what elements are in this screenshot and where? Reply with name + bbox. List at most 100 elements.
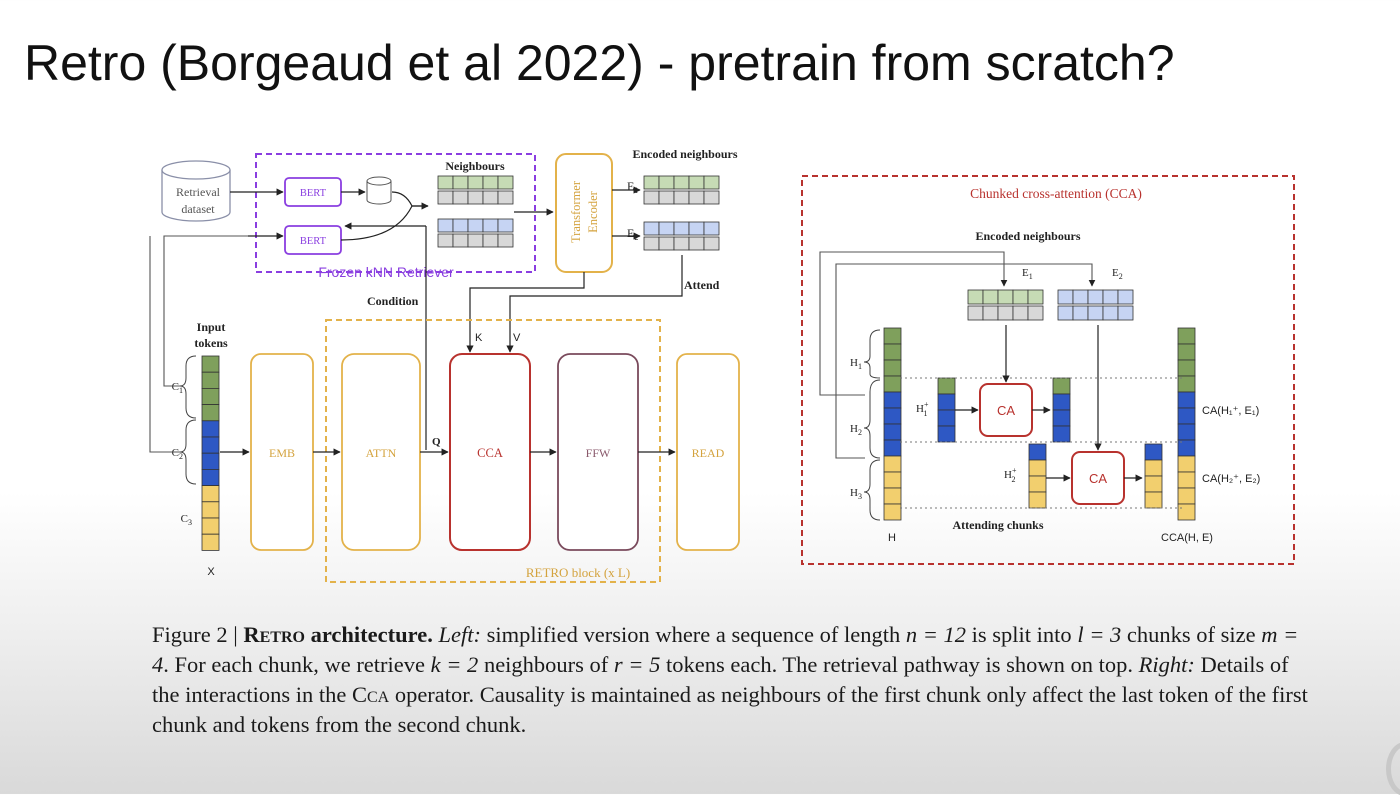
- input-token-cell: [201, 420, 220, 438]
- right-encoded-token-cell: [997, 305, 1014, 321]
- output-token-cell: [1177, 423, 1196, 441]
- right-encoded-token-cell: [1102, 305, 1119, 321]
- encoded-token-cell: [643, 175, 660, 190]
- encoded-token-cell: [688, 221, 705, 236]
- ca1-output-token-cell: [1052, 377, 1071, 395]
- neighbour-token-cell: [452, 190, 469, 205]
- output-token-cell: [1177, 343, 1196, 361]
- caption-n-eq: n = 12: [905, 622, 967, 647]
- neighbours-label: Neighbours: [445, 159, 505, 173]
- input-token-cell: [201, 517, 220, 535]
- right-encoded-token-cell: [1087, 305, 1104, 321]
- right-e2-label: E2: [1112, 267, 1123, 281]
- encoded-token-cell: [673, 175, 690, 190]
- encoded-token-cell: [688, 236, 705, 251]
- caption-right-label: Right:: [1138, 652, 1195, 677]
- right-encoded-token-cell: [1072, 305, 1089, 321]
- e2-label: E2: [627, 226, 638, 242]
- output-token-cell: [1177, 327, 1196, 345]
- encoded-token-cell: [703, 175, 720, 190]
- encoded-token-cell: [643, 236, 660, 251]
- cca-output-label-1: CA(H₁⁺, E₁): [1202, 405, 1259, 417]
- cca-detail-title: Chunked cross-attention (CCA): [970, 186, 1142, 201]
- attn-label: ATTN: [366, 446, 397, 460]
- h-token-cell: [883, 359, 902, 377]
- neighbour-token-cell: [467, 175, 484, 190]
- neighbour-token-grids: [437, 175, 720, 251]
- h-token-cell: [883, 327, 902, 345]
- encoded-token-cell: [643, 190, 660, 205]
- v-label: V: [513, 332, 521, 344]
- attending-chunks-label: Attending chunks: [952, 518, 1043, 532]
- right-encoded-token-cell: [982, 289, 999, 305]
- right-encoded-token-cell: [967, 289, 984, 305]
- caption-text-7: Details of the interactions in the: [152, 652, 1289, 707]
- h3-label: H3: [850, 487, 862, 501]
- bert-label-2: BERT: [300, 236, 327, 247]
- input-token-cell: [201, 468, 220, 486]
- encoded-token-cell: [658, 175, 675, 190]
- neighbour-token-cell: [482, 233, 499, 248]
- output-token-cell: [1177, 487, 1196, 505]
- h2-plus-token-cell: [1028, 459, 1047, 477]
- ca1-output-token-cell: [1052, 425, 1071, 443]
- caption-r-eq: r = 5: [613, 652, 661, 677]
- h-token-cell: [883, 471, 902, 489]
- ca2-output-token-cell: [1144, 491, 1163, 509]
- cca-detail-box: [801, 175, 1295, 565]
- input-token-cell: [201, 485, 220, 503]
- output-token-cell: [1177, 503, 1196, 521]
- right-encoded-neighbours-label: Encoded neighbours: [975, 229, 1080, 243]
- attend-label: Attend: [684, 278, 720, 292]
- h1-plus-label: H+1: [916, 400, 929, 418]
- transformer-label: Transformer: [569, 180, 583, 243]
- condition-label: Condition: [367, 294, 419, 308]
- retro-block-box: [325, 319, 661, 583]
- retrieval-dataset-icon: [161, 160, 231, 222]
- ca-label-1: CA: [997, 403, 1015, 418]
- caption-k-eq: k = 2: [430, 652, 479, 677]
- caption-left-label: Left:: [438, 622, 481, 647]
- right-encoded-token-cell: [1057, 289, 1074, 305]
- caption-architecture: architecture.: [304, 622, 433, 647]
- right-encoded-token-cell: [1102, 289, 1119, 305]
- h-token-cell: [883, 375, 902, 393]
- output-token-column: [1177, 327, 1196, 521]
- bert-label-1: BERT: [300, 188, 327, 199]
- caption-figure-number: Figure 2 |: [152, 622, 244, 647]
- h-token-cell: [883, 407, 902, 425]
- neighbour-token-cell: [437, 175, 454, 190]
- input-token-cell: [201, 452, 220, 470]
- neighbour-token-cell: [482, 218, 499, 233]
- neighbour-token-cell: [437, 218, 454, 233]
- h1-plus-column: [937, 377, 956, 443]
- ca2-output-token-cell: [1144, 459, 1163, 477]
- x-label: X: [207, 566, 215, 578]
- caption-cca: Cca: [351, 682, 390, 707]
- neighbour-token-cell: [452, 233, 469, 248]
- right-encoded-token-cell: [1117, 305, 1134, 321]
- q-label: Q: [432, 436, 441, 448]
- h-token-cell: [883, 391, 902, 409]
- retro-block-label: RETRO block (x L): [526, 565, 630, 580]
- neighbour-token-cell: [452, 218, 469, 233]
- encoded-token-cell: [673, 190, 690, 205]
- slide-title: Retro (Borgeaud et al 2022) - pretrain f…: [24, 35, 1175, 91]
- frozen-retriever-box: [255, 153, 536, 273]
- e1-label: E1: [627, 179, 638, 195]
- encoded-token-cell: [673, 221, 690, 236]
- right-encoded-token-cell: [1087, 289, 1104, 305]
- h-bottom-label: H: [888, 532, 896, 544]
- input-token-cell: [201, 533, 220, 551]
- transformer-encoder-block: [555, 153, 613, 273]
- h-token-column: [883, 327, 902, 521]
- right-encoded-token-cell: [1027, 305, 1044, 321]
- encoded-token-cell: [658, 221, 675, 236]
- ca2-output-column: [1144, 443, 1163, 509]
- input-token-cell: [201, 501, 220, 519]
- h-token-cell: [883, 343, 902, 361]
- ffw-label: FFW: [586, 446, 611, 460]
- caption-text-8: operator. Causality is maintained as nei…: [152, 682, 1308, 737]
- right-encoded-token-cell: [997, 289, 1014, 305]
